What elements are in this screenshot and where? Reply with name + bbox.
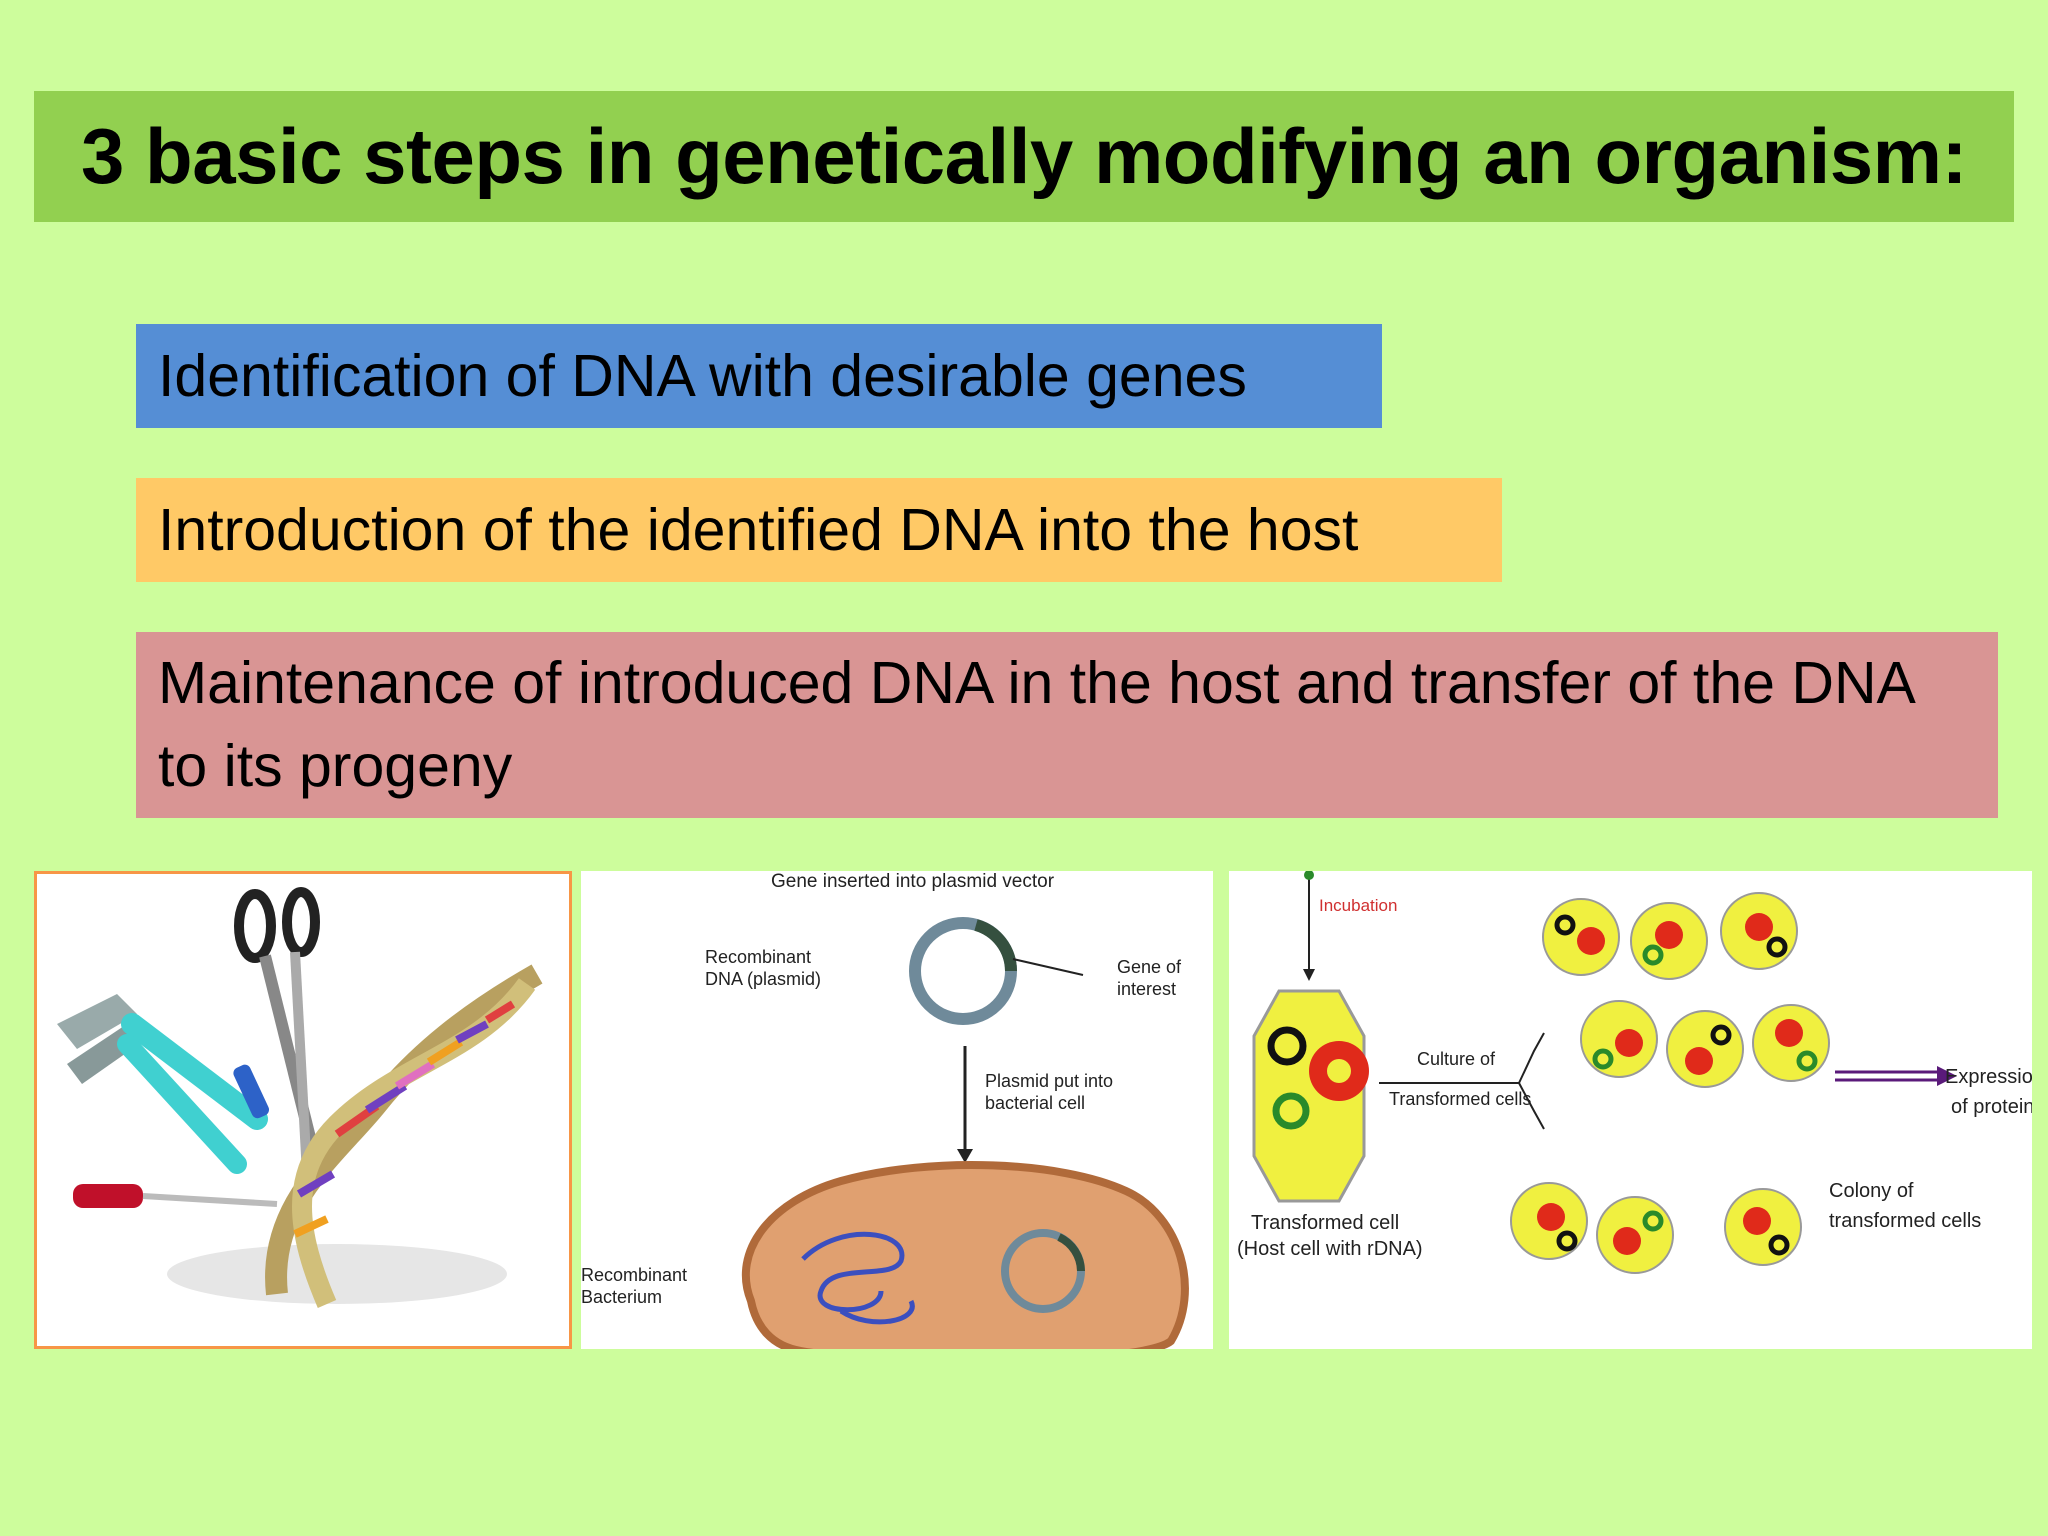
tools-dna-illustration	[34, 871, 572, 1349]
plasmid-diagram: Gene inserted into plasmid vector Recomb…	[581, 871, 1213, 1349]
bacterium-cell	[742, 1161, 1189, 1349]
colony-plasmids	[1537, 913, 1803, 1255]
transformed-cell-label-1: Transformed cell	[1251, 1212, 1399, 1234]
transformed-cell-label-2: (Host cell with rDNA)	[1237, 1238, 1423, 1260]
slide-title: 3 basic steps in genetically modifying a…	[81, 112, 1968, 200]
step-introduction-text: Introduction of the identified DNA into …	[158, 496, 1359, 563]
plasmid-put-label-2: bacterial cell	[985, 1093, 1085, 1113]
title-bar: 3 basic steps in genetically modifying a…	[34, 91, 2014, 222]
culture-diagram: Incubation Transformed cell (Host cell w…	[1229, 871, 2032, 1349]
culture-label-2: Transformed cells	[1389, 1089, 1531, 1109]
gene-of-interest-segment	[974, 919, 1017, 972]
scissors-icon	[234, 887, 325, 1176]
dna-helix-icon	[265, 964, 543, 1308]
screwdriver-icon	[73, 1184, 278, 1208]
colony-label-2: transformed cells	[1829, 1210, 1981, 1232]
recombinant-dna-label-1: Recombinant	[705, 947, 811, 967]
gene-label-2: interest	[1117, 979, 1176, 999]
bacterium-label-1: Recombinant	[581, 1265, 687, 1285]
vial-icon	[233, 1064, 270, 1119]
recombinant-dna-label-2: DNA (plasmid)	[705, 969, 821, 989]
expression-arrow	[1937, 1066, 1957, 1086]
expression-label-2: of protein	[1951, 1096, 2032, 1118]
step-identification: Identification of DNA with desirable gen…	[136, 324, 1382, 428]
plasmid-diagram-image: Gene inserted into plasmid vector Recomb…	[581, 871, 1189, 1349]
pliers-icon	[57, 994, 268, 1174]
plasmid-top-label: Gene inserted into plasmid vector	[771, 871, 1055, 892]
culture-label-1: Culture of	[1417, 1049, 1496, 1069]
step-maintenance-text: Maintenance of introduced DNA in the hos…	[158, 650, 1913, 799]
step-introduction: Introduction of the identified DNA into …	[136, 478, 1502, 582]
tools-dna-image	[57, 887, 543, 1308]
bacterial-chromosome	[801, 1231, 905, 1313]
gene-label-1: Gene of	[1117, 957, 1182, 977]
expression-label-1: Expression	[1945, 1066, 2032, 1088]
colony-rings	[1554, 914, 1818, 1256]
culture-diagram-image: Incubation Transformed cell (Host cell w…	[1237, 871, 2032, 1274]
step-maintenance: Maintenance of introduced DNA in the hos…	[136, 632, 1998, 818]
incubation-label: Incubation	[1319, 896, 1397, 915]
transformed-cell	[1252, 989, 1369, 1203]
step-identification-text: Identification of DNA with desirable gen…	[158, 342, 1247, 409]
bacterium-label-2: Bacterium	[581, 1287, 662, 1307]
plasmid-put-label-1: Plasmid put into	[985, 1071, 1113, 1091]
colony-label-1: Colony of	[1829, 1180, 1914, 1202]
